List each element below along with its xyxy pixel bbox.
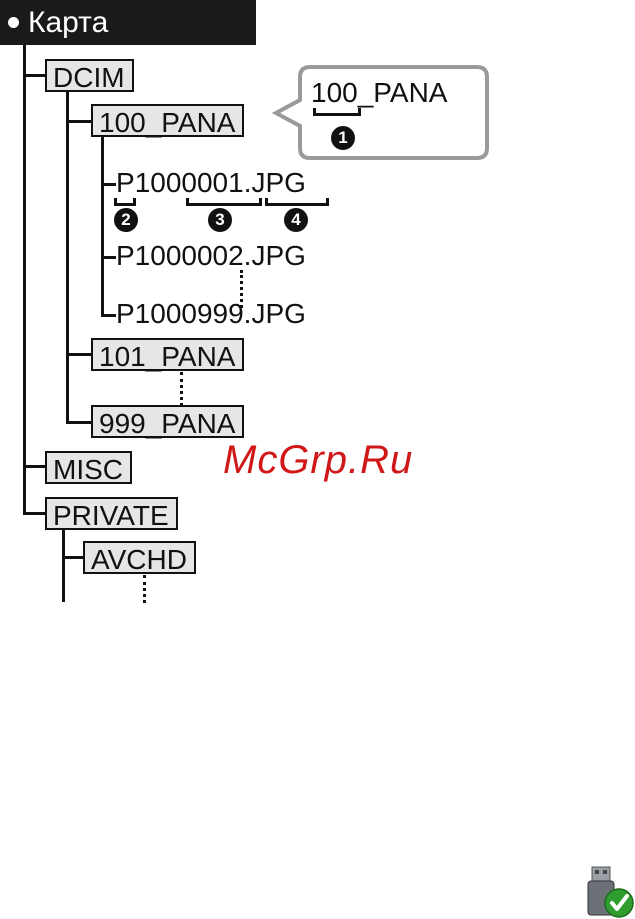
tree-line-dcim-children xyxy=(66,90,69,424)
bracket-number xyxy=(186,198,262,206)
ellipsis-avchd xyxy=(143,575,149,603)
file1-extension: .JPG xyxy=(244,167,306,198)
tree-line-999 xyxy=(66,421,92,424)
usb-drive-check-icon xyxy=(584,865,635,919)
watermark: McGrp.Ru xyxy=(223,438,413,483)
file1-prefix: P xyxy=(116,167,135,198)
file1-number: 1000001 xyxy=(135,167,244,198)
bullet-icon xyxy=(8,17,19,28)
tree-line-100 xyxy=(66,120,92,123)
folder-private: PRIVATE xyxy=(45,497,178,530)
tree-line-root xyxy=(23,45,26,514)
marker-4: 4 xyxy=(284,208,308,232)
bracket-prefix xyxy=(114,198,136,206)
bracket-folder-number xyxy=(313,108,361,116)
tree-line-files xyxy=(101,137,104,317)
folder-dcim: DCIM xyxy=(45,59,134,92)
folder-100-pana: 100_PANA xyxy=(91,104,244,137)
ellipsis-folders xyxy=(180,372,186,406)
folder-101-pana: 101_PANA xyxy=(91,338,244,371)
marker-3: 3 xyxy=(208,208,232,232)
marker-2: 2 xyxy=(114,208,138,232)
folder-misc: MISC xyxy=(45,451,132,484)
folder-999-pana: 999_PANA xyxy=(91,405,244,438)
tree-line-avchd xyxy=(62,556,84,559)
tree-line-file2 xyxy=(101,256,116,259)
card-header: Карта xyxy=(0,0,256,45)
file-p1000999: P1000999.JPG xyxy=(116,299,306,329)
marker-1: 1 xyxy=(331,126,355,150)
file-p1000002: P1000002.JPG xyxy=(116,241,306,271)
card-title: Карта xyxy=(28,0,108,45)
tree-line-file3 xyxy=(101,314,116,317)
tree-line-private-children xyxy=(62,530,65,602)
tree-line-misc xyxy=(23,465,47,468)
tree-line-private xyxy=(23,512,47,515)
tree-line-101 xyxy=(66,353,92,356)
folder-avchd: AVCHD xyxy=(83,541,196,574)
tree-line-file1 xyxy=(101,183,116,186)
callout-text: 100_PANA xyxy=(311,78,447,108)
bracket-extension xyxy=(265,198,329,206)
tree-line-dcim xyxy=(23,74,47,77)
file-p1000001: P1000001.JPG xyxy=(116,168,306,198)
